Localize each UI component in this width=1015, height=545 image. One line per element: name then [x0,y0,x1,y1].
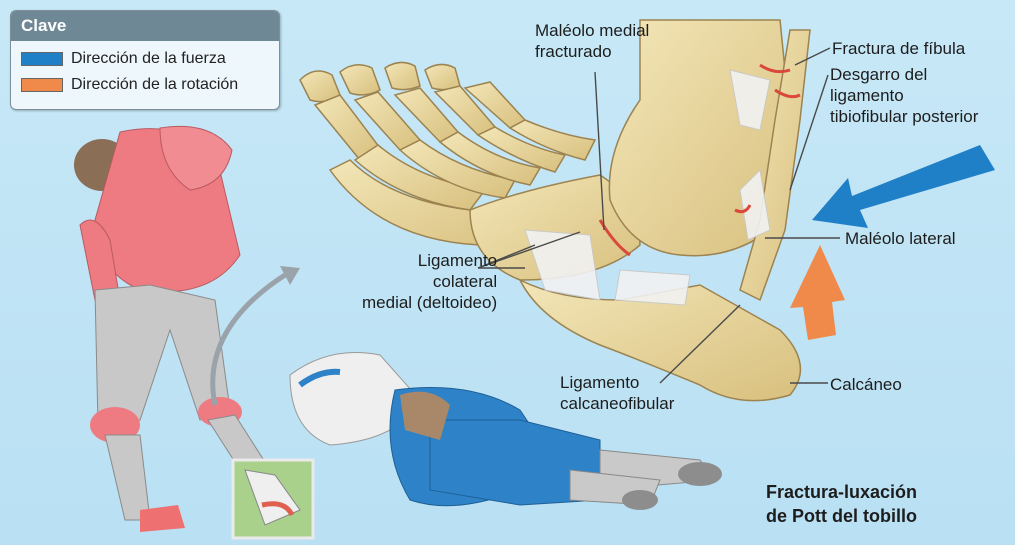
force-arrow [812,145,995,228]
diagram-title: Fractura-luxación de Pott del tobillo [766,480,917,528]
legend-title: Clave [11,11,279,41]
label-line: Maléolo medial [535,20,649,41]
label-lateral-malleolus: Maléolo lateral [845,228,956,249]
label-calcaneofibular-ligament: Ligamento calcaneofibular [560,372,674,414]
label-line: medial (deltoideo) [362,292,497,313]
label-line: colateral [362,271,497,292]
legend: Clave Dirección de la fuerza Dirección d… [10,10,280,110]
title-line: Fractura-luxación [766,480,917,504]
label-line: ligamento [830,85,978,106]
legend-item-force: Dirección de la fuerza [21,47,279,71]
force-swatch [21,52,63,66]
label-deltoid-ligament: Ligamento colateral medial (deltoideo) [362,250,497,313]
label-line: tibiofibular posterior [830,106,978,127]
label-line: fracturado [535,41,649,62]
label-line: calcaneofibular [560,393,674,414]
label-calcaneus: Calcáneo [830,374,902,395]
label-line: Desgarro del [830,64,978,85]
label-line: Ligamento [362,250,497,271]
legend-label: Dirección de la rotación [71,76,238,94]
title-line: de Pott del tobillo [766,504,917,528]
label-line: Ligamento [560,372,674,393]
rotation-direction-arrow [790,245,845,340]
rotation-swatch [21,78,63,92]
label-fibula-fracture: Fractura de fíbula [832,38,965,59]
label-ligament-tear: Desgarro del ligamento tibiofibular post… [830,64,978,127]
label-medial-malleolus: Maléolo medial fracturado [535,20,649,62]
legend-label: Dirección de la fuerza [71,50,226,68]
legend-item-rotation: Dirección de la rotación [21,73,279,97]
